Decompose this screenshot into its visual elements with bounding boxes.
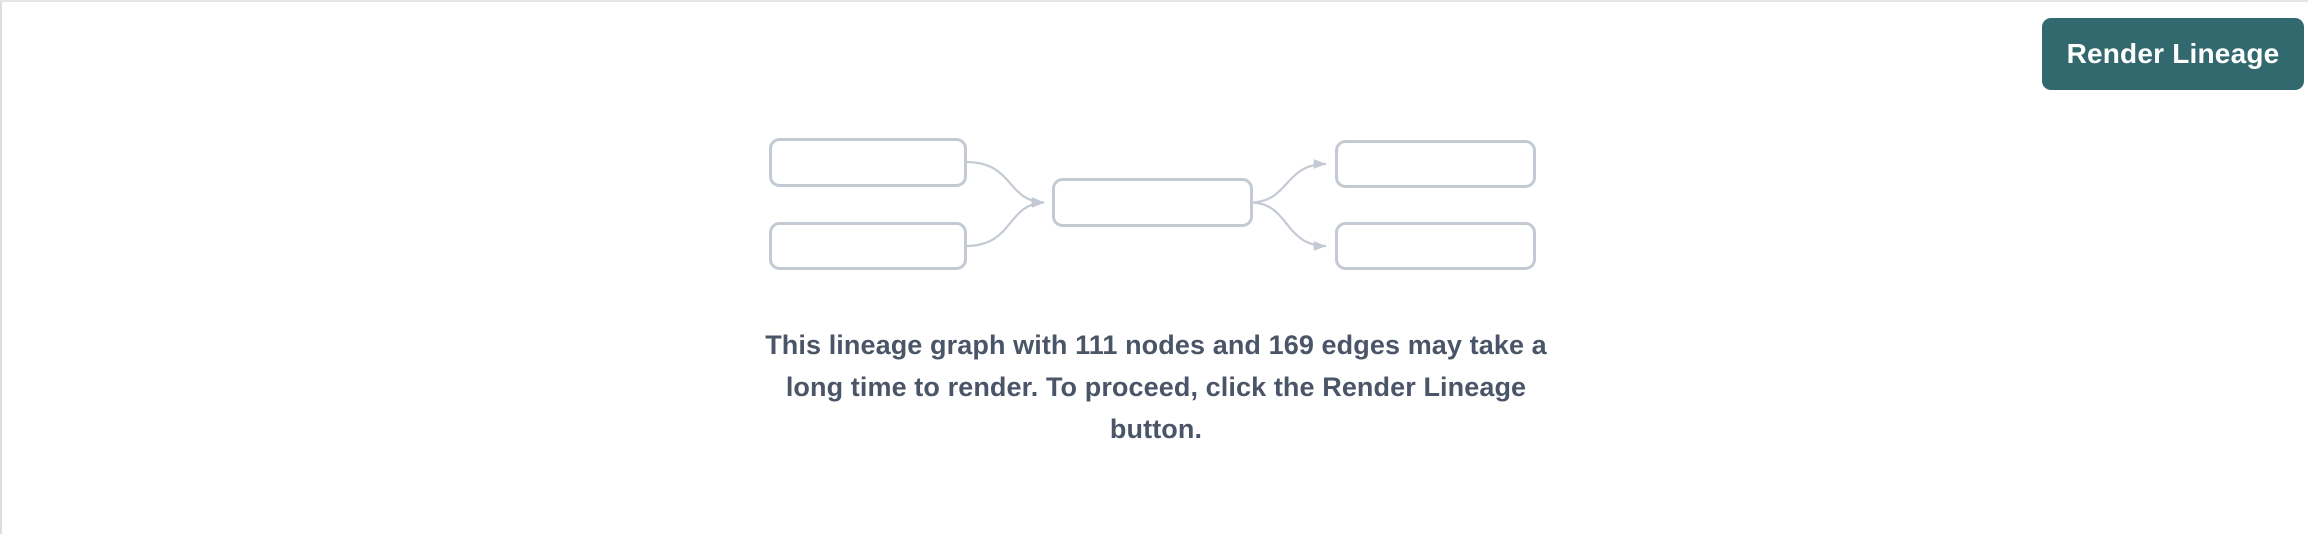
placeholder-node-upstream-1 (769, 138, 967, 187)
placeholder-node-center (1052, 178, 1253, 227)
placeholder-node-upstream-2 (769, 222, 967, 270)
placeholder-edge-center-to-downstream-2 (1251, 201, 1327, 251)
placeholder-node-downstream-1 (1335, 140, 1536, 188)
placeholder-node-downstream-2 (1335, 222, 1536, 270)
lineage-placeholder-diagram (769, 138, 1536, 270)
placeholder-edge-center-to-downstream-1 (1251, 159, 1327, 204)
placeholder-edge-upstream-2-to-center (965, 198, 1045, 248)
placeholder-edge-upstream-1-to-center (965, 160, 1045, 207)
empty-state-message: This lineage graph with 111 nodes and 16… (765, 330, 1547, 444)
render-lineage-button[interactable]: Render Lineage (2042, 18, 2304, 90)
